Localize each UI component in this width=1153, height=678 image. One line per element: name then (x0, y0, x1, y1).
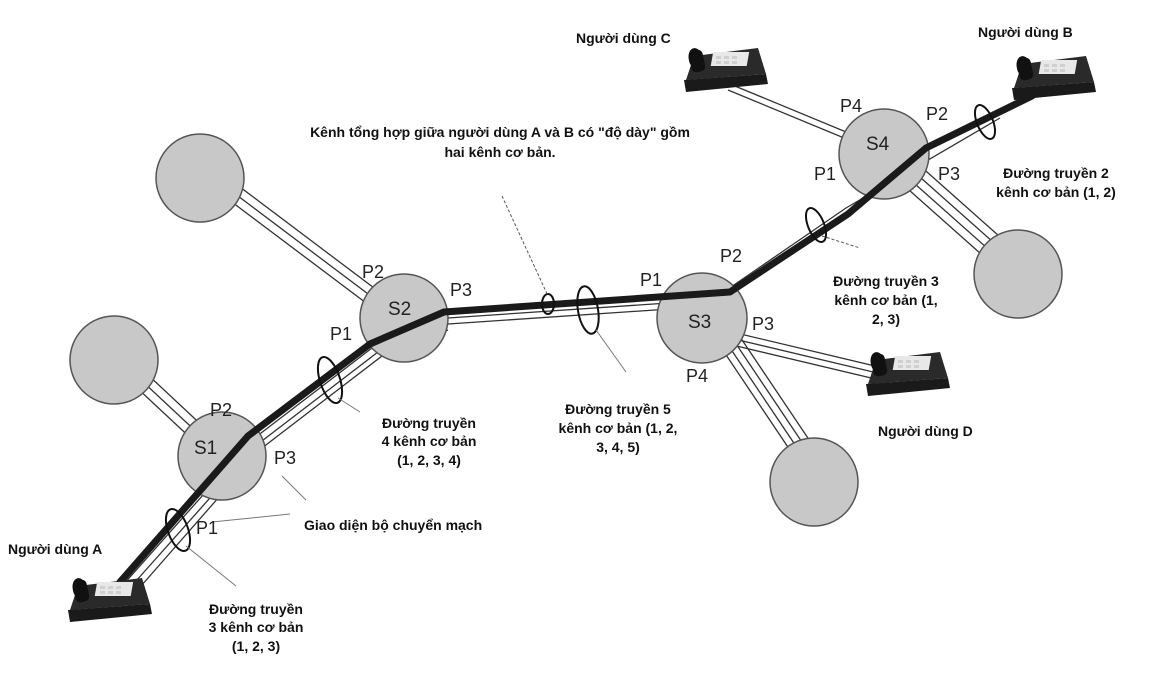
phone-icon-user-a (68, 578, 152, 622)
link-note-s3-s4-2: kênh cơ bản (1, (834, 292, 937, 308)
phone-icon-user-d (866, 352, 950, 396)
switch-label-s3: S3 (688, 312, 711, 333)
link-note-user-a-1: Đường truyền (209, 601, 303, 617)
link-note-s2-s3-1: Đường truyền 5 (565, 401, 671, 417)
port-label-s1-p1: P1 (196, 518, 218, 538)
phone-icon-user-b (1012, 56, 1096, 100)
link-note-s3-s4-3: 2, 3) (872, 311, 900, 327)
link-s2-peer (207, 171, 399, 319)
port-label-s4-p1: P1 (814, 164, 836, 184)
switch-label-s1: S1 (194, 438, 217, 459)
user-label-b: Người dùng B (978, 24, 1073, 40)
switch-node-s1 (177, 411, 267, 501)
leader-aggregate (501, 195, 549, 297)
aggregate-channel-note-line1: Kênh tổng hợp giữa người dùng A và B có … (310, 124, 690, 140)
link-note-s2-s3-3: 3, 4, 5) (596, 439, 640, 455)
link-note-s1-s2-3: (1, 2, 3, 4) (397, 452, 461, 468)
port-label-s3-p2: P2 (720, 246, 742, 266)
port-label-s3-p4: P4 (686, 366, 708, 386)
leader-link-s1-s2 (337, 397, 361, 413)
switch-label-s2: S2 (388, 299, 411, 320)
link-ring-user-b (973, 104, 997, 140)
peer-node-left (69, 315, 159, 405)
port-label-s4-p4: P4 (840, 96, 862, 116)
link-note-user-b-2: kênh cơ bản (1, 2) (996, 184, 1116, 200)
link-note-user-a-3: (1, 2, 3) (232, 638, 280, 654)
link-user-d (727, 331, 893, 383)
aggregate-channel-a-b (116, 92, 1036, 586)
interface-note: Giao diện bộ chuyển mạch (304, 517, 482, 533)
switch-node-s4 (838, 108, 930, 200)
link-ring-user-a (164, 508, 192, 552)
port-label-s2-p2: P2 (362, 262, 384, 282)
port-label-s3-p3: P3 (752, 314, 774, 334)
switch-label-s4: S4 (866, 134, 890, 155)
port-label-s4-p3: P3 (938, 164, 960, 184)
link-note-user-a-2: 3 kênh cơ bản (209, 619, 304, 635)
leader-link-s2-s3 (595, 329, 627, 373)
port-label-s1-p2: P2 (210, 400, 232, 420)
link-note-s1-s2-1: Đường truyền (382, 415, 476, 431)
user-label-a: Người dùng A (8, 541, 102, 557)
user-label-d: Người dùng D (878, 423, 973, 439)
port-label-s2-p1: P1 (330, 324, 352, 344)
aggregate-channel-note-line2: hai kênh cơ bản. (444, 144, 555, 160)
peer-node-right (973, 229, 1063, 319)
port-label-s3-p1: P1 (640, 270, 662, 290)
port-label-s1-p3: P3 (274, 448, 296, 468)
link-note-s2-s3-2: kênh cơ bản (1, 2, (559, 420, 678, 436)
link-ring-s3-s4 (804, 207, 828, 243)
phone-icon-user-c (684, 48, 768, 92)
leader-interface (211, 513, 291, 523)
peer-node-bottom (769, 437, 859, 527)
link-ring-s2-s3-a (541, 293, 555, 315)
link-note-s1-s2-2: 4 kênh cơ bản (382, 433, 477, 449)
port-label-s2-p3: P3 (450, 280, 472, 300)
port-label-s4-p2: P2 (926, 104, 948, 124)
link-ring-s1-s2 (316, 355, 344, 405)
leader-link-s3-s4 (821, 235, 861, 249)
leader-link-user-a (185, 545, 237, 587)
link-ring-s2-s3-b (576, 285, 600, 335)
link-note-user-b-1: Đường truyền 2 (1003, 165, 1109, 181)
user-label-c: Người dùng C (576, 30, 671, 46)
peer-node-top-left (155, 133, 245, 223)
link-note-s3-s4-1: Đường truyền 3 (833, 273, 939, 289)
leader-s1-p3 (281, 475, 307, 501)
